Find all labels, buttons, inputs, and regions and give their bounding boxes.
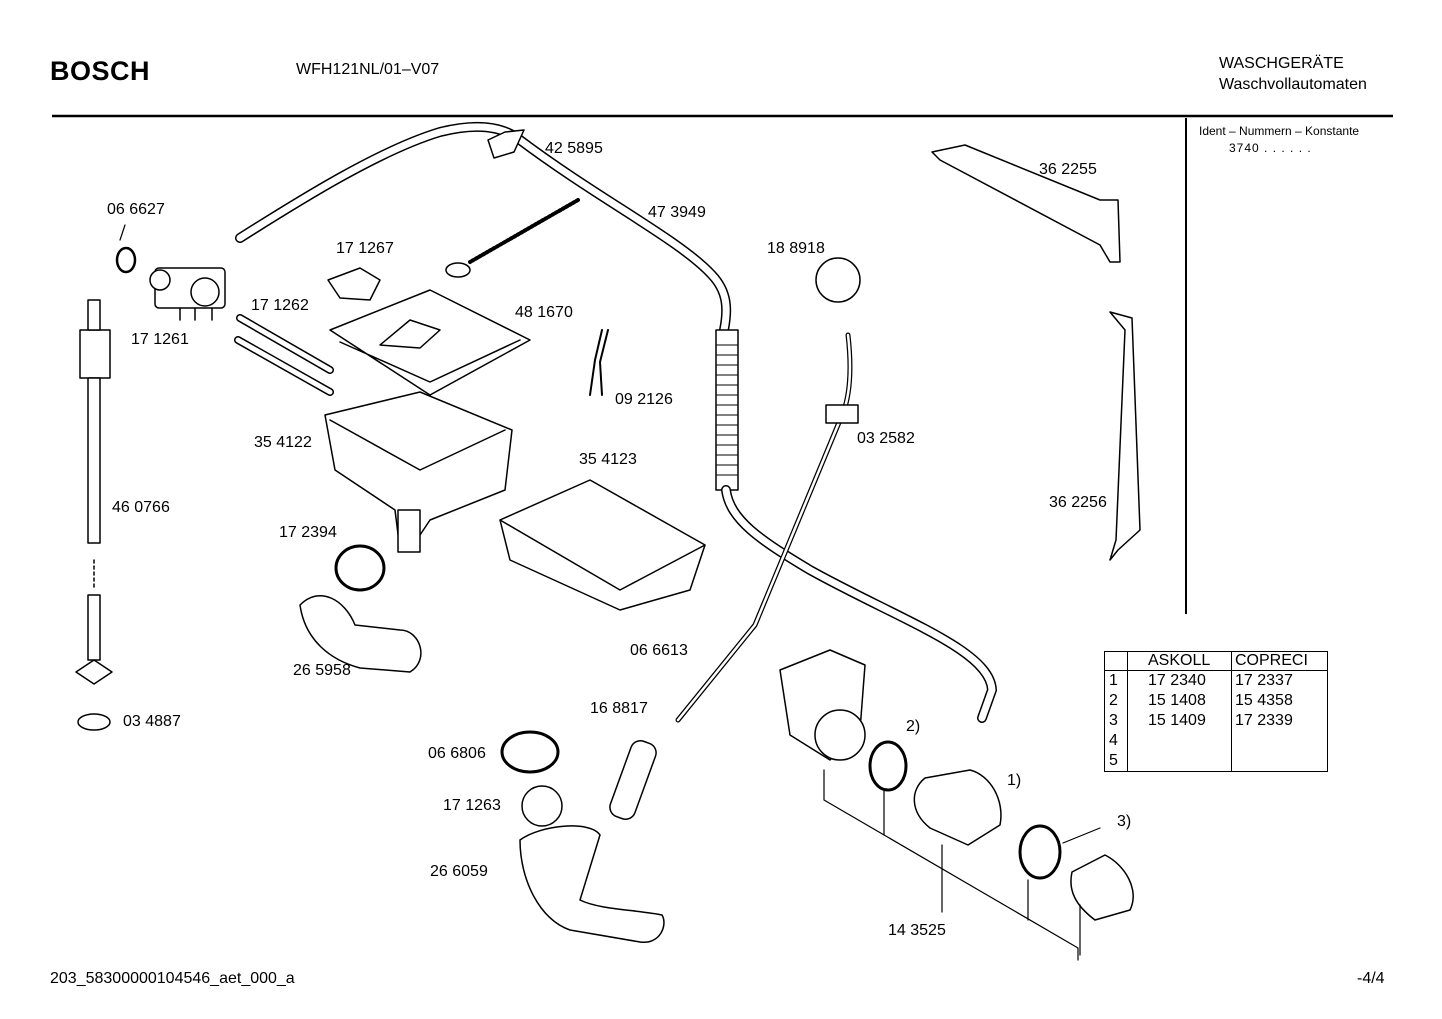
part-label: 47 3949	[648, 204, 706, 221]
ident-value: 3740 . . . . . .	[1229, 141, 1312, 155]
table-row: 3 15 1409 17 2339	[1104, 711, 1328, 731]
ring-172394	[334, 544, 386, 592]
table-header-cell	[1104, 651, 1128, 671]
part-label: 06 6613	[630, 642, 688, 659]
ident-title: Ident – Nummern – Konstante	[1199, 124, 1360, 138]
row-index: 1	[1104, 670, 1128, 691]
brand-logo: BOSCH	[50, 56, 151, 86]
model-number: WFH121NL/01–V07	[296, 61, 440, 78]
hose-473949	[715, 329, 997, 723]
bracket-171267	[327, 267, 381, 301]
sensor-168817	[609, 740, 657, 820]
table-header-cell: ASKOLL	[1127, 651, 1232, 671]
part-label: 17 1261	[131, 331, 189, 348]
part-label: 17 1263	[443, 797, 501, 814]
askoll-part: 15 1408	[1127, 691, 1232, 711]
part-label: 17 2394	[279, 524, 337, 541]
variant-table: ASKOLL COPRECI 1 17 2340 17 2337 2 15 14…	[1104, 651, 1328, 772]
dispenser-top-481670	[329, 289, 531, 396]
sump-266059	[519, 825, 665, 943]
ref-label: 2)	[906, 718, 921, 735]
row-index: 2	[1104, 691, 1128, 711]
part-label: 03 2582	[857, 430, 915, 447]
askoll-part: 17 2340	[1127, 670, 1232, 691]
clamp-066806	[500, 730, 560, 774]
row-index: 5	[1104, 751, 1128, 772]
variant-table-header: ASKOLL COPRECI	[1104, 651, 1328, 671]
part-label: 46 0766	[112, 499, 170, 516]
part-label: 26 5958	[293, 662, 351, 679]
bracket-362255	[931, 144, 1121, 263]
category-title: WASCHGERÄTE	[1219, 55, 1344, 72]
part-label: 48 1670	[515, 304, 573, 321]
ball-171263	[521, 785, 563, 827]
clip-092126	[589, 329, 609, 396]
hose-425895	[235, 122, 732, 335]
pressure-switch-188918	[815, 257, 861, 303]
part-label: 35 4123	[579, 451, 637, 468]
pipe-460766	[75, 299, 113, 685]
askoll-part	[1127, 751, 1232, 772]
table-row: 2 15 1408 15 4358	[1104, 691, 1328, 711]
copreci-part	[1232, 751, 1328, 772]
document-id: 203_58300000104546_aet_000_a	[50, 970, 295, 987]
ref-label: 3)	[1117, 813, 1132, 830]
table-row: 1 17 2340 17 2337	[1104, 670, 1328, 691]
part-label: 17 1267	[336, 240, 394, 257]
copreci-part	[1232, 731, 1328, 751]
part-label: 03 4887	[123, 713, 181, 730]
part-label: 36 2256	[1049, 494, 1107, 511]
copreci-part: 15 4358	[1235, 692, 1293, 709]
page-number: -4/4	[1357, 970, 1385, 987]
spring-wire	[468, 198, 580, 264]
ref-label: 1)	[1007, 772, 1022, 789]
part-label: 09 2126	[615, 391, 673, 408]
bellows-265958	[299, 595, 422, 673]
part-label: 16 8817	[590, 700, 648, 717]
part-label: 18 8918	[767, 240, 825, 257]
part-label: 17 1262	[251, 297, 309, 314]
row-index: 3	[1104, 711, 1128, 731]
part-label: 36 2255	[1039, 161, 1097, 178]
part-label: 26 6059	[430, 863, 488, 880]
copreci-part: 17 2339	[1235, 712, 1293, 729]
part-label: 35 4122	[254, 434, 312, 451]
part-label: 42 5895	[545, 140, 603, 157]
askoll-part	[1127, 731, 1232, 751]
category-subtitle: Waschvollautomaten	[1219, 76, 1367, 93]
drawer-354123	[499, 479, 706, 611]
seal-066627	[115, 246, 137, 274]
bracket-362256	[1109, 311, 1141, 561]
pump-assembly	[779, 649, 1134, 961]
askoll-part: 15 1409	[1127, 711, 1232, 731]
copreci-part: 17 2337	[1235, 672, 1293, 689]
part-label: 06 6806	[428, 745, 486, 762]
part-label: 06 6627	[107, 201, 165, 218]
table-row: 5	[1104, 751, 1328, 772]
part-label: 14 3525	[888, 922, 946, 939]
table-row: 4	[1104, 731, 1328, 751]
part-034887	[77, 713, 111, 731]
table-header-cell: COPRECI	[1231, 651, 1328, 671]
row-index: 4	[1104, 731, 1128, 751]
valve-block	[149, 267, 226, 321]
